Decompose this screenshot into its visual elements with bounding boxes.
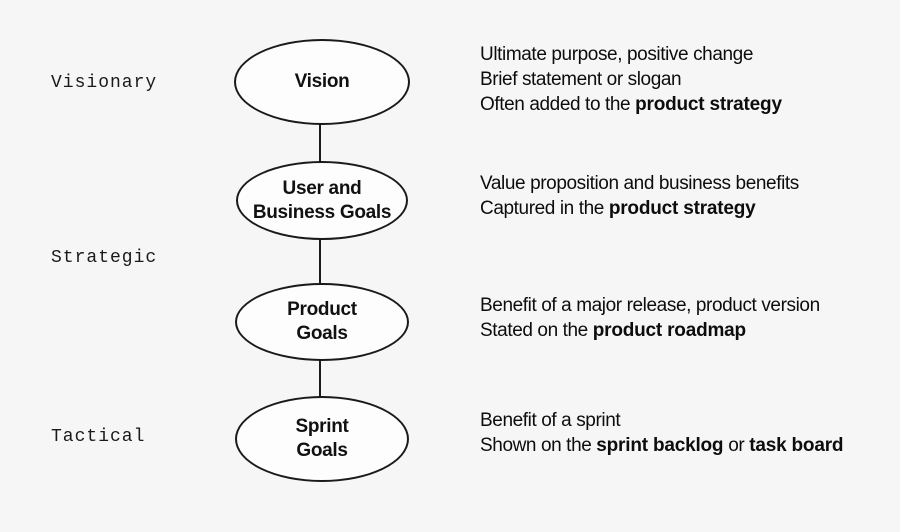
node-sprint-goals-line1: Sprint — [295, 416, 349, 437]
description-line: Often added to the product strategy — [480, 94, 782, 115]
node-vision-label-line1: Vision — [294, 71, 350, 92]
description-line: Benefit of a major release, product vers… — [480, 295, 820, 316]
node-sprint-goals-line2: Goals — [296, 440, 348, 461]
description-line: Stated on the product roadmap — [480, 320, 746, 341]
description-line: Captured in the product strategy — [480, 198, 756, 219]
node-user-business-goals-line2: Business Goals — [252, 201, 392, 223]
level-label-visionary: Visionary — [51, 73, 158, 93]
description-line: Ultimate purpose, positive change — [480, 44, 754, 65]
level-label-tactical: Tactical — [51, 427, 146, 447]
node-product-goals-line2: Goals — [296, 323, 348, 344]
connector-line — [319, 80, 321, 438]
node-product-goals-line1: Product — [287, 299, 357, 320]
description-line: Benefit of a sprint — [480, 410, 621, 431]
node-user-business-goals-line1: User and — [282, 177, 362, 199]
node-vision: Vision — [234, 39, 410, 125]
description-line: Shown on the sprint backlog or task boar… — [480, 435, 844, 456]
description-user-business-goals: Value proposition and business benefits … — [480, 171, 890, 221]
description-line: Brief statement or slogan — [480, 69, 682, 90]
description-line: Value proposition and business benefits — [480, 173, 799, 194]
description-sprint-goals: Benefit of a sprint Shown on the sprint … — [480, 408, 890, 458]
level-label-strategic: Strategic — [51, 248, 158, 268]
description-vision: Ultimate purpose, positive change Brief … — [480, 42, 890, 117]
description-product-goals: Benefit of a major release, product vers… — [480, 293, 890, 343]
